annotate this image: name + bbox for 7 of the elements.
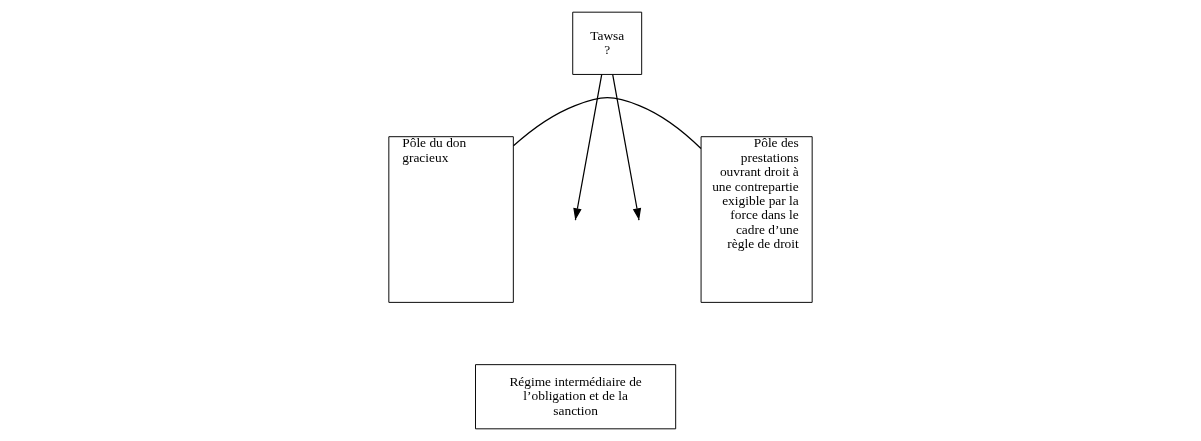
node-box: Régime intermédiaire de l’obligation et de la sanction xyxy=(475,364,677,430)
node-box: Pôle du don gracieux xyxy=(388,136,514,303)
connector xyxy=(512,97,702,150)
arrow xyxy=(573,74,603,221)
node-box: Pôle des prestations ouvrant droit à une contrepartie exigible par la force dans le cadre d’une règle de droit xyxy=(700,136,813,303)
arrow xyxy=(612,74,642,221)
node-box: Tawsa ? xyxy=(572,11,643,75)
